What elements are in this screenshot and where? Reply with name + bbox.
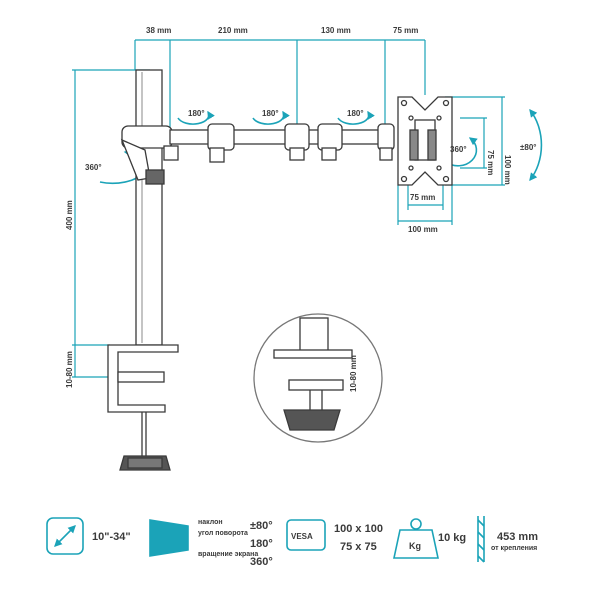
dim-joint-3: 180° [347,109,364,118]
arm [120,123,395,185]
dimension-labels: 38 mm 210 mm 130 mm 75 mm 400 mm 10-80 m… [65,26,537,392]
dim-joint-2: 180° [262,109,279,118]
dim-vesa-h: 100 mm [503,155,512,185]
dim-detail-clamp: 10-80 mm [349,355,358,392]
clamp-detail [253,313,383,443]
desk-clamp [107,344,179,471]
dim-clamp: 10-80 mm [65,351,74,388]
dim-400: 400 mm [65,200,74,230]
vesa-plate [397,96,453,186]
pole [135,69,163,346]
reach-value: 453 mm [497,531,538,543]
tilt-label: наклон [198,519,223,526]
dim-vesa-iw: 75 mm [410,193,435,202]
screen-size-value: 10"-34" [92,531,131,543]
dim-arm-rot: 360° [85,163,102,172]
dim-130: 130 mm [321,26,351,35]
rotation-value: 180° [250,538,273,550]
vesa-size-1: 100 x 100 [334,523,383,535]
screen-rotation-value: 360° [250,556,273,568]
screen-rotation-label: вращение экрана [198,551,259,558]
dim-joint-1: 180° [188,109,205,118]
tilt-value: ±80° [250,520,273,532]
screen-size-icon [46,517,84,555]
dim-vesa-ih: 75 mm [486,150,495,175]
weight-badge: Kg [409,541,421,551]
dim-75: 75 mm [393,26,418,35]
vesa-size-2: 75 x 75 [340,541,377,553]
dim-screen-rot: 360° [450,145,467,154]
dim-210: 210 mm [218,26,248,35]
dim-vesa-w: 100 mm [408,225,438,234]
reach-note: от крепления [491,545,538,552]
dim-tilt: ±80° [520,143,537,152]
weight-value: 10 kg [438,532,467,544]
weight-icon [393,529,439,559]
vesa-icon [286,519,326,551]
rotation-label: угол поворота [198,530,248,537]
spec-icons [46,516,485,563]
vesa-badge: VESA [291,532,313,541]
dim-38: 38 mm [146,26,171,35]
monitor-icon [149,519,189,557]
